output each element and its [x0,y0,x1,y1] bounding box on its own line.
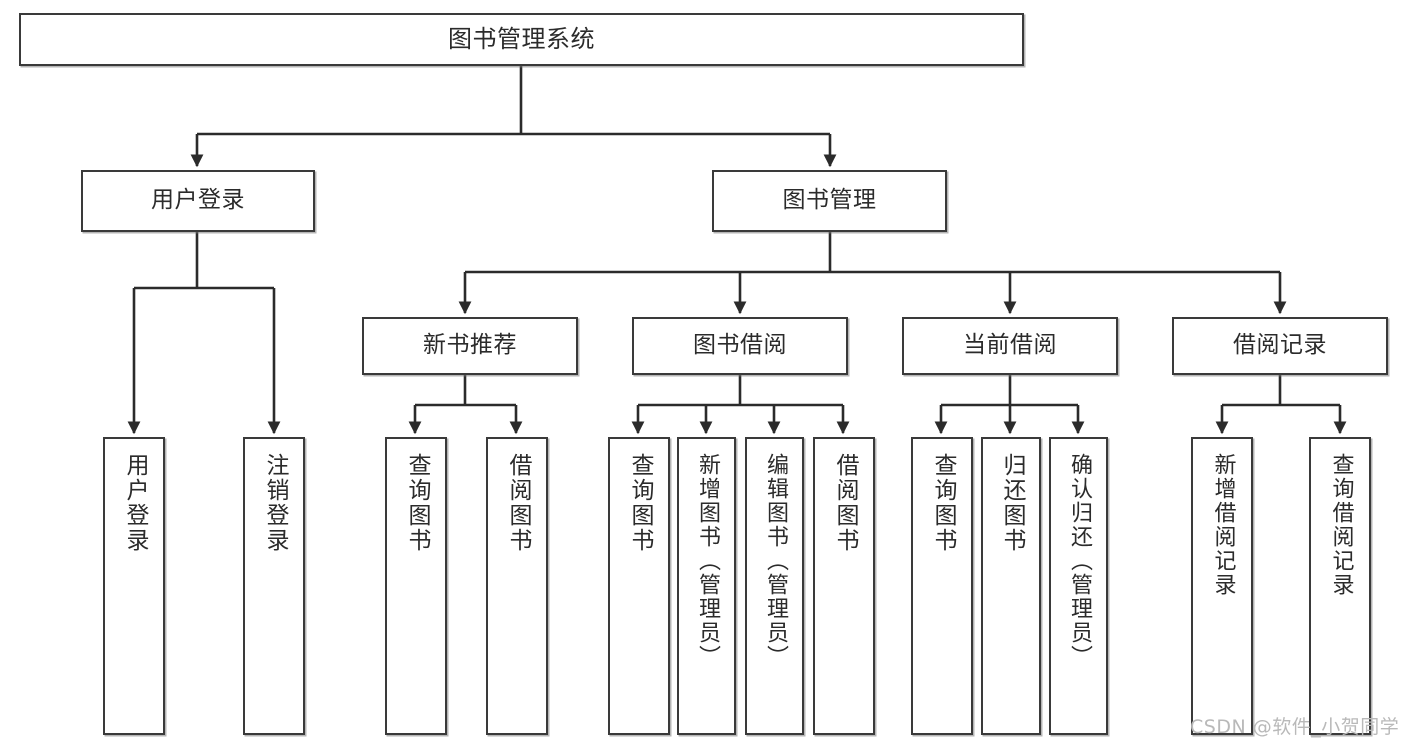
node-borrow-record-label: 借阅记录 [1233,332,1327,359]
node-leaf-borrow-book-1-label: 借阅图书 [504,453,531,553]
node-leaf-user-login-label: 用户登录 [121,453,148,553]
node-leaf-add-record-label: 新增借阅记录 [1210,453,1236,597]
node-current-borrow[interactable]: 当前借阅 [902,317,1118,375]
node-leaf-borrow-book-2[interactable]: 借阅图书 [813,437,875,735]
node-leaf-confirm-return[interactable]: 确认归还（管理员） [1049,437,1108,735]
node-borrow-record[interactable]: 借阅记录 [1172,317,1388,375]
node-leaf-borrow-book-1[interactable]: 借阅图书 [486,437,548,735]
node-leaf-query-book-1-label: 查询图书 [403,453,430,553]
node-leaf-query-record[interactable]: 查询借阅记录 [1309,437,1371,735]
node-leaf-add-book[interactable]: 新增图书（管理员） [677,437,736,735]
node-book-borrow[interactable]: 图书借阅 [632,317,848,375]
node-root-label: 图书管理系统 [448,25,595,54]
node-leaf-user-logout[interactable]: 注销登录 [243,437,305,735]
node-book-management-label: 图书管理 [782,187,877,214]
node-leaf-edit-book[interactable]: 编辑图书（管理员） [745,437,804,735]
csdn-watermark: CSDN @软件_小贺同学 [1190,716,1400,738]
node-book-management[interactable]: 图书管理 [712,170,947,232]
node-book-borrow-label: 图书借阅 [693,332,787,359]
node-leaf-add-record[interactable]: 新增借阅记录 [1191,437,1253,735]
node-user-login[interactable]: 用户登录 [81,170,315,232]
node-root[interactable]: 图书管理系统 [19,13,1024,66]
node-leaf-edit-book-label: 编辑图书（管理员） [762,453,788,669]
node-leaf-return-book[interactable]: 归还图书 [981,437,1041,735]
node-leaf-query-book-3-label: 查询图书 [929,453,956,553]
node-leaf-query-book-3[interactable]: 查询图书 [911,437,973,735]
node-user-login-label: 用户登录 [151,187,245,214]
node-new-book-recommend-label: 新书推荐 [423,332,517,359]
node-current-borrow-label: 当前借阅 [963,332,1057,359]
node-leaf-add-book-label: 新增图书（管理员） [694,453,720,669]
node-leaf-query-book-2-label: 查询图书 [626,453,653,553]
node-leaf-return-book-label: 归还图书 [998,453,1025,553]
node-leaf-query-record-label: 查询借阅记录 [1328,453,1354,597]
node-leaf-query-book-1[interactable]: 查询图书 [385,437,447,735]
node-leaf-borrow-book-2-label: 借阅图书 [831,453,858,553]
node-leaf-query-book-2[interactable]: 查询图书 [608,437,670,735]
node-leaf-user-logout-label: 注销登录 [261,453,288,553]
node-leaf-confirm-return-label: 确认归还（管理员） [1066,453,1092,669]
node-leaf-user-login[interactable]: 用户登录 [103,437,165,735]
node-new-book-recommend[interactable]: 新书推荐 [362,317,578,375]
